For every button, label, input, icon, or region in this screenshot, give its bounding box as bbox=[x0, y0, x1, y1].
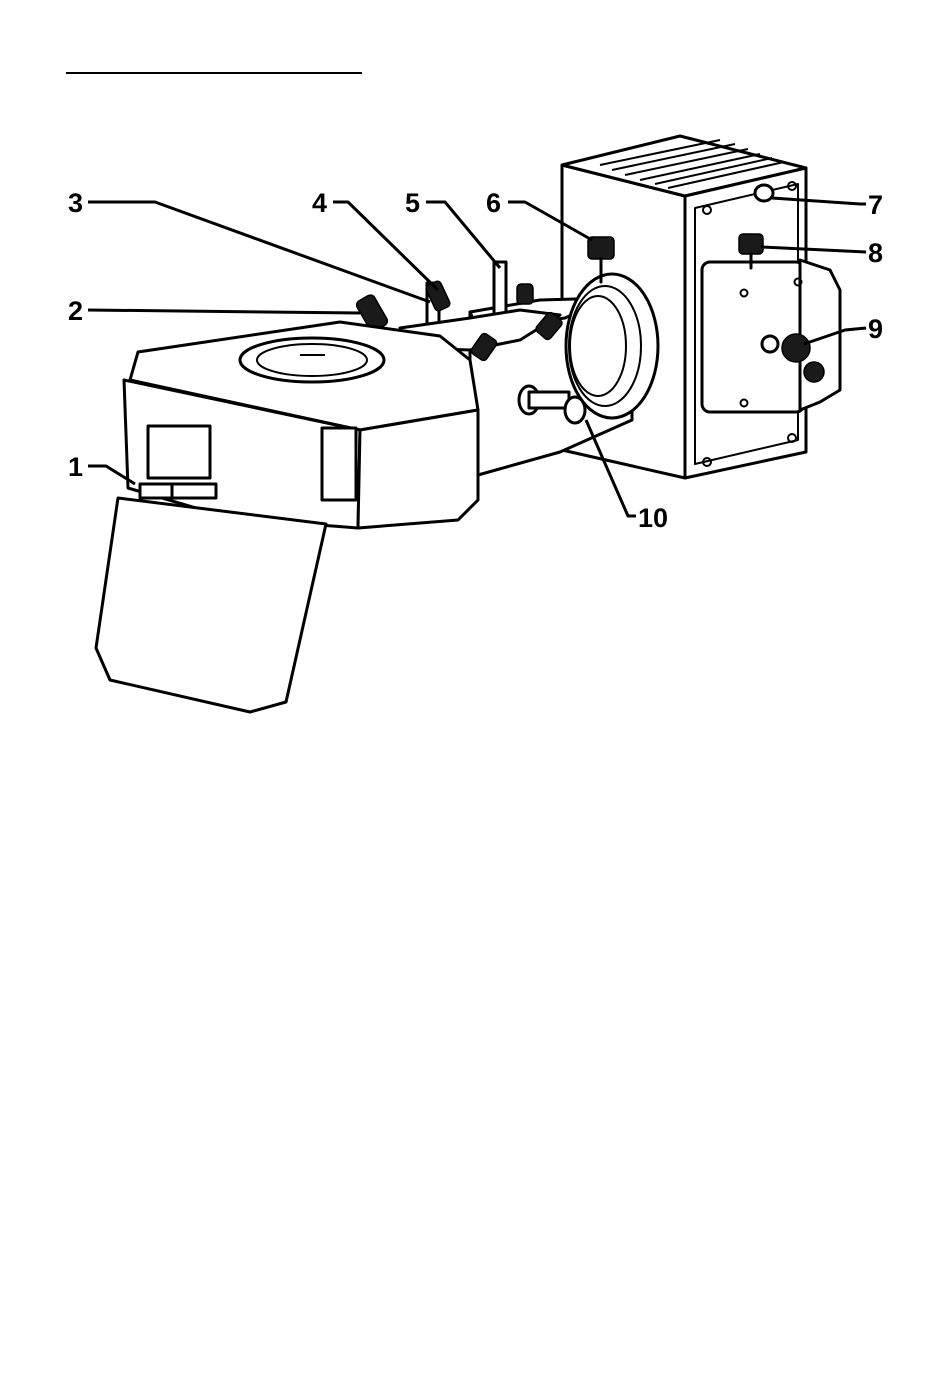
callout-6: 6 bbox=[486, 188, 501, 218]
slider-1 bbox=[140, 484, 216, 498]
knob-7 bbox=[755, 185, 773, 201]
callout-5: 5 bbox=[405, 188, 420, 218]
callout-4: 4 bbox=[312, 188, 327, 218]
leader-2 bbox=[88, 310, 360, 313]
leader-3 bbox=[88, 202, 430, 302]
callout-2: 2 bbox=[68, 296, 83, 326]
callout-10: 10 bbox=[638, 503, 668, 533]
leader-4 bbox=[333, 202, 438, 290]
callout-1: 1 bbox=[68, 452, 83, 482]
callout-7: 7 bbox=[868, 190, 883, 220]
callout-9: 9 bbox=[868, 314, 883, 344]
callout-3: 3 bbox=[68, 188, 83, 218]
front-housing bbox=[96, 322, 478, 712]
callout-8: 8 bbox=[868, 238, 883, 268]
